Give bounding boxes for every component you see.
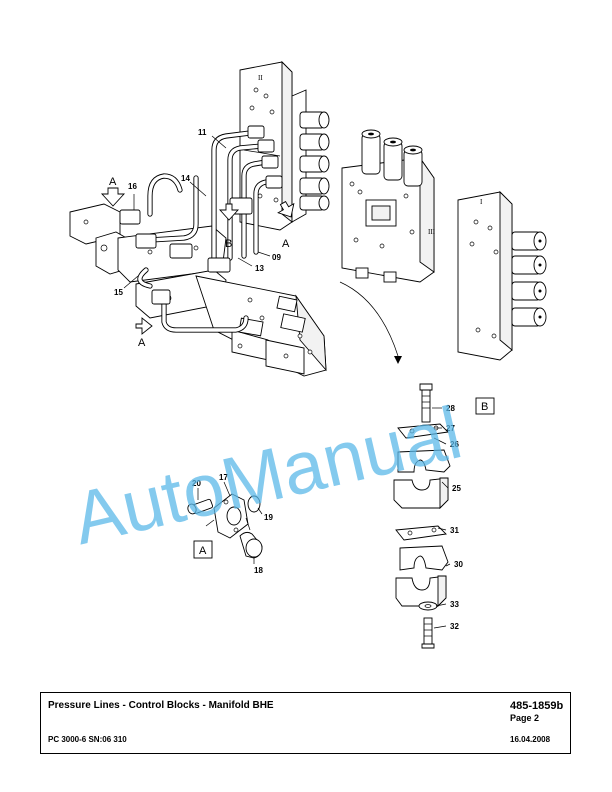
callout-26: 26 <box>450 440 459 449</box>
view-letters: A B A A B A <box>109 176 495 559</box>
detail-b-label: B <box>481 401 488 413</box>
callout-25: 25 <box>452 484 461 493</box>
manifold-block <box>69 203 327 377</box>
callout-33: 33 <box>450 600 459 609</box>
callout-09: 09 <box>272 253 281 262</box>
detail-a-label: A <box>199 545 207 557</box>
leader-lines <box>123 135 451 629</box>
drawing-date: 16.04.2008 <box>510 735 551 744</box>
model-serial: PC 3000-6 SN:06 310 <box>48 735 127 744</box>
detail-a-flange <box>187 493 263 559</box>
page-number: Page 2 <box>510 713 540 723</box>
callout-32: 32 <box>450 622 459 631</box>
callout-20: 20 <box>192 479 201 488</box>
callout-19: 19 <box>264 513 273 522</box>
callout-11: 11 <box>198 128 207 137</box>
callout-18: 18 <box>254 566 263 575</box>
view-arrows <box>100 187 402 364</box>
view-letter-a-bottom: A <box>138 337 146 349</box>
callout-28: 28 <box>446 404 455 413</box>
callout-14: 14 <box>181 174 190 183</box>
block-numerals: II III I <box>258 74 483 236</box>
callout-15: 15 <box>114 288 123 297</box>
drawing-title: Pressure Lines - Control Blocks - Manifo… <box>48 700 274 711</box>
callout-labels: 11 14 16 15 13 09 28 27 26 25 31 30 33 3… <box>114 128 463 631</box>
view-letter-b-manifold: B <box>225 238 232 250</box>
detail-a-label-box <box>193 540 213 559</box>
callout-30: 30 <box>454 560 463 569</box>
callout-31: 31 <box>450 526 459 535</box>
numeral-i: I <box>480 198 483 206</box>
callout-27: 27 <box>446 424 455 433</box>
view-letter-a-right: A <box>282 238 290 250</box>
view-letter-a-top: A <box>109 176 117 188</box>
numeral-iii: III <box>428 228 436 236</box>
callout-16: 16 <box>128 182 137 191</box>
title-block: Pressure Lines - Control Blocks - Manifo… <box>40 692 571 754</box>
control-block-iii <box>341 129 435 283</box>
callout-17: 17 <box>219 473 228 482</box>
drawing-number: 485-1859b <box>510 700 564 712</box>
callout-13: 13 <box>255 264 264 273</box>
detail-b-label-box <box>475 397 495 415</box>
numeral-ii: II <box>258 74 263 82</box>
pressure-lines <box>119 125 283 333</box>
detail-b-clamp <box>393 383 451 649</box>
control-block-i <box>457 190 547 361</box>
